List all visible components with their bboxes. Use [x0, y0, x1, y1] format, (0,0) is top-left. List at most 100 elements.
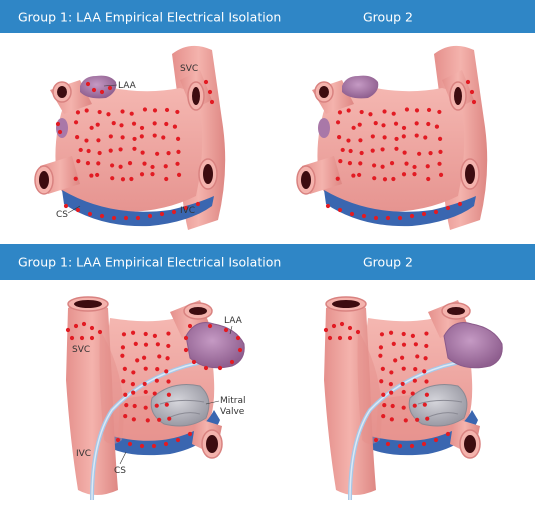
ablation-dot [340, 147, 345, 153]
ablation-dot [422, 402, 427, 407]
ablation-dot [65, 327, 71, 333]
ablation-dot [415, 417, 420, 422]
ablation-dot [139, 134, 144, 139]
ablation-dot [152, 133, 157, 138]
ablation-dot [63, 203, 69, 209]
ablation-dot [166, 392, 172, 397]
ablation-dot [401, 125, 407, 131]
ablation-dot [166, 331, 171, 336]
ablation-dot [129, 111, 134, 116]
ablation-dot [81, 321, 87, 327]
ablation-dot [469, 89, 475, 95]
ablation-dot [355, 329, 361, 335]
ablation-dot [426, 121, 431, 127]
ablation-dot [348, 148, 353, 154]
ablation-dot [55, 121, 61, 127]
ablation-dot [120, 109, 125, 114]
ablation-dot [368, 112, 373, 117]
ablation-dot [207, 89, 213, 95]
ablation-dot [358, 161, 363, 166]
ablation-dot [378, 345, 384, 350]
ablation-dot [89, 125, 94, 130]
ablation-dot [393, 358, 398, 363]
ablation-dot [434, 124, 440, 129]
ablation-dot [143, 366, 148, 371]
ablation-dot [400, 355, 405, 360]
ablation-dot [347, 161, 353, 166]
ablation-dot [410, 333, 415, 338]
ablation-dot [390, 403, 395, 409]
ablation-dot [361, 213, 367, 219]
ablation-dot [413, 342, 418, 347]
ablation-dot [133, 341, 138, 346]
ablation-dot [421, 211, 427, 217]
ablation-dot [401, 342, 407, 347]
ablation-dot [424, 379, 429, 384]
ablation-dot [154, 403, 159, 408]
top-group1-ablation-lesions [55, 79, 215, 221]
ablation-dot [335, 120, 341, 125]
ablation-dot [85, 81, 91, 87]
ablation-dot [78, 147, 83, 153]
ablation-dot [142, 161, 147, 166]
ablation-dot [183, 335, 189, 341]
ablation-dot [86, 148, 91, 154]
ablation-dot [347, 335, 353, 341]
ablation-dot [157, 417, 162, 422]
ablation-dot [79, 335, 85, 341]
ablation-dot [378, 353, 383, 358]
ablation-dot [118, 147, 123, 152]
ablation-dot [154, 378, 159, 383]
ablation-dot [175, 161, 180, 166]
ablation-dot [110, 176, 115, 181]
ablation-dot [152, 333, 157, 338]
ablation-dot [351, 173, 356, 178]
ablation-dot [400, 381, 405, 387]
ablation-dot [123, 392, 128, 397]
ablation-dot [409, 213, 415, 219]
ablation-dot [422, 369, 427, 374]
ablation-dot [123, 215, 129, 221]
ablation-dot [110, 163, 115, 168]
ablation-dot [151, 443, 157, 449]
ablation-dot [164, 369, 169, 374]
ablation-dot [337, 110, 343, 115]
ablation-dot [139, 443, 145, 449]
ablation-dot [414, 108, 420, 113]
ablation-dot [209, 99, 215, 105]
ablation-dot [203, 79, 209, 85]
ablation-dot [84, 138, 89, 143]
ablation-dot [123, 414, 128, 419]
ablation-dot [337, 207, 343, 213]
svc-label: SVC [180, 64, 198, 74]
ablation-dot [159, 211, 165, 217]
ablation-dot [397, 443, 403, 449]
ablation-dot [129, 176, 134, 182]
laa-shape-lateral [185, 322, 245, 369]
ablation-dot [111, 215, 117, 221]
ablation-dot [124, 403, 129, 408]
ablation-dot [357, 172, 362, 178]
ablation-dot [351, 125, 356, 130]
ablation-dot [417, 151, 422, 156]
ablation-dot [380, 366, 385, 372]
ablation-dot [121, 332, 127, 337]
ablation-dot [331, 323, 337, 329]
ablation-dot [132, 146, 137, 151]
ablation-dot [119, 123, 124, 128]
ablation-dot [217, 365, 223, 371]
ablation-dot [337, 135, 342, 140]
ablation-dot [95, 172, 100, 178]
ablation-dot [394, 136, 399, 142]
ablation-dot [73, 323, 79, 329]
ablation-dot [191, 359, 197, 365]
ablation-dot [139, 172, 145, 177]
ablation-dot [118, 164, 123, 169]
ablation-dot [142, 381, 147, 387]
ablation-dot [412, 172, 417, 177]
ablation-dot [73, 176, 78, 181]
ablation-dot [381, 414, 386, 419]
top-group2-title: Group 2 [363, 9, 413, 24]
ablation-dot [379, 379, 384, 384]
ablation-dot [391, 111, 396, 116]
